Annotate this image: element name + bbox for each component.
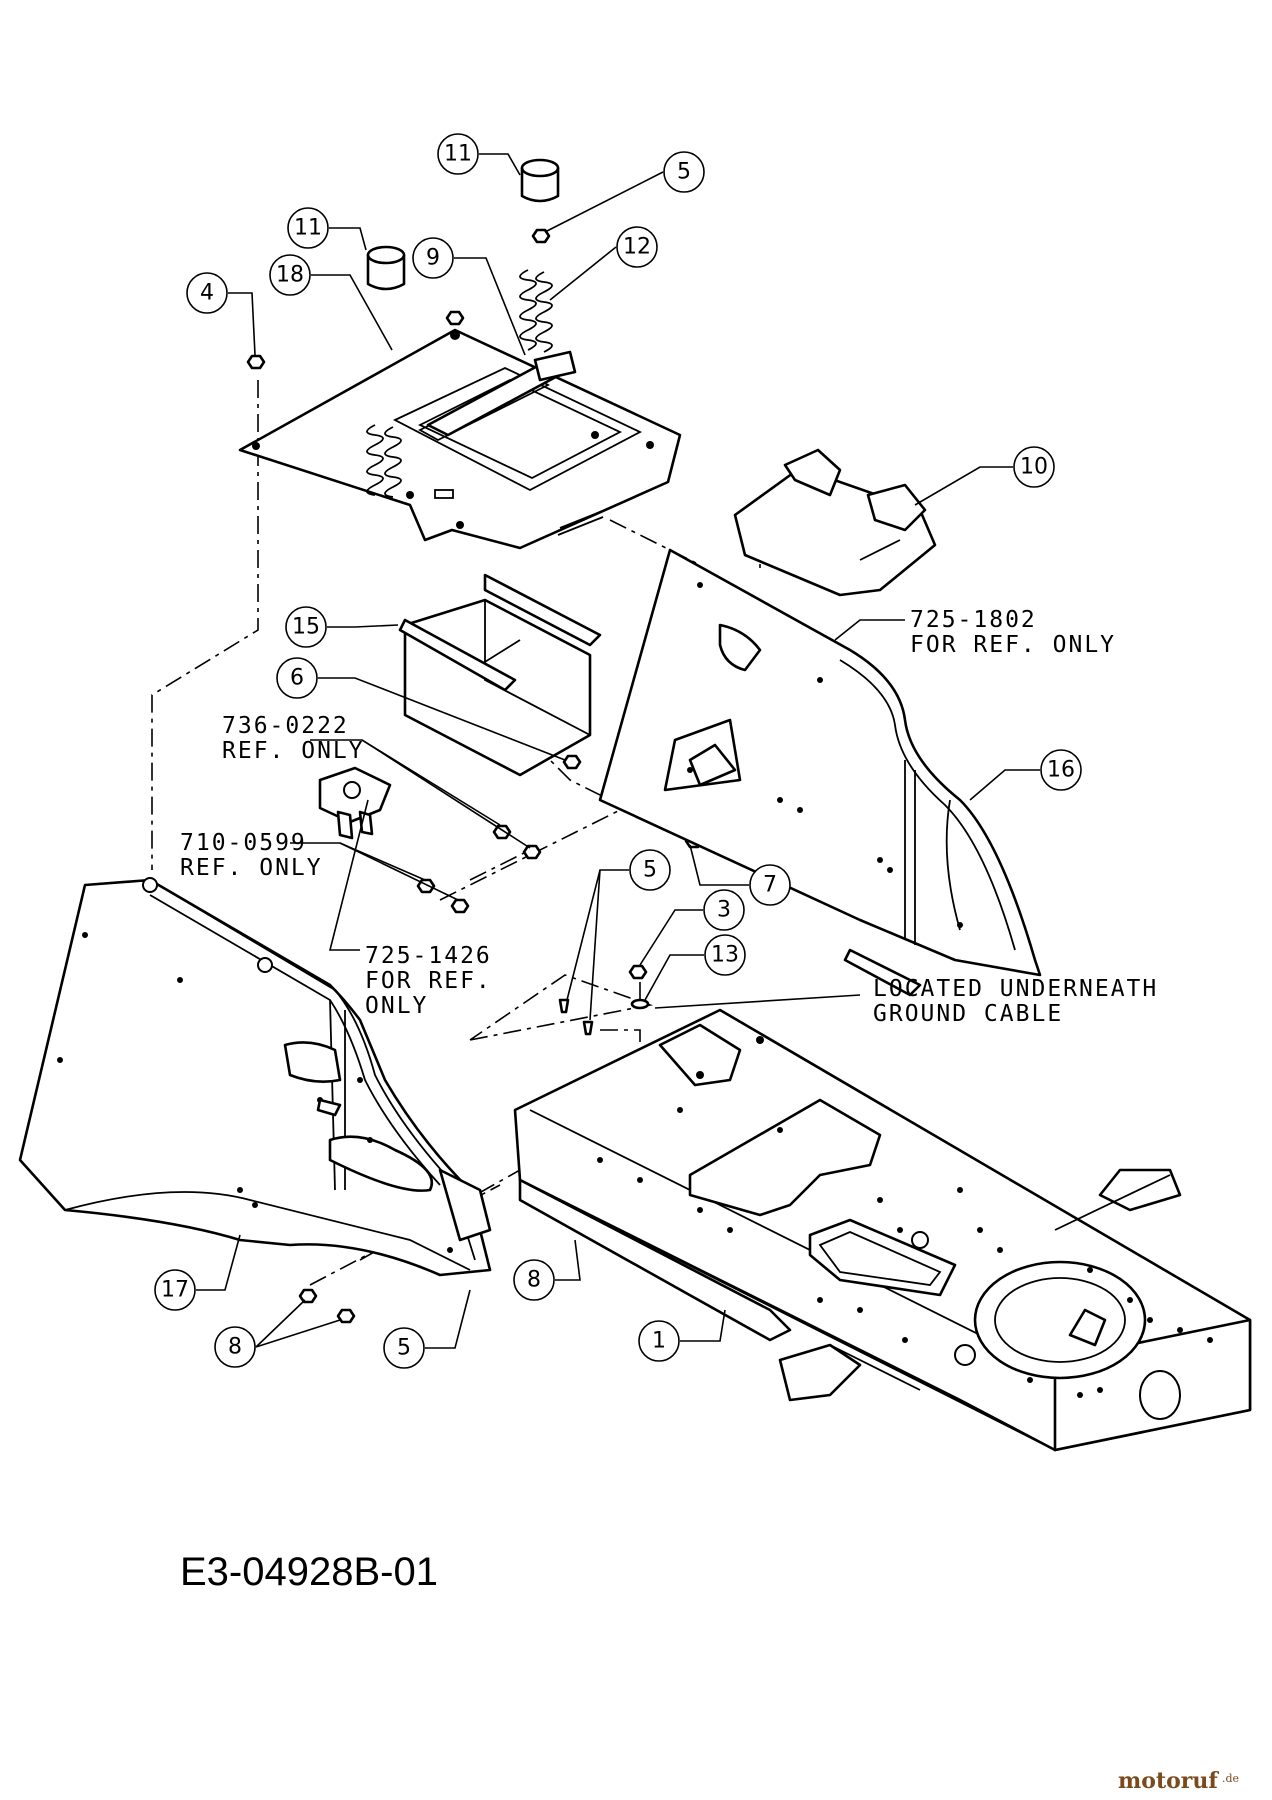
callout-3: 4 bbox=[186, 272, 228, 314]
callout-11-left: 11 bbox=[287, 207, 329, 249]
svg-text:18: 18 bbox=[276, 263, 304, 288]
svg-text:9: 9 bbox=[426, 246, 440, 271]
callout-4: 5 bbox=[663, 151, 705, 193]
note-725-1802-line2: FOR REF. ONLY bbox=[910, 632, 1116, 658]
callout-10: 10 bbox=[1013, 446, 1055, 488]
svg-text:3: 3 bbox=[717, 898, 731, 923]
svg-text:6: 6 bbox=[290, 666, 304, 691]
note-710-0599-line1: 710-0599 bbox=[180, 830, 307, 856]
callout-12: 12 bbox=[616, 226, 658, 268]
callout-1: 1 bbox=[638, 1320, 680, 1362]
note-725-1802-line1: 725-1802 bbox=[910, 607, 1037, 633]
svg-text:.de: .de bbox=[1222, 1772, 1239, 1785]
callout-15: 15 bbox=[285, 606, 327, 648]
callout-8-right: 8 bbox=[513, 1259, 555, 1301]
svg-text:5: 5 bbox=[643, 858, 657, 883]
note-725-1426-line3: ONLY bbox=[365, 993, 428, 1019]
svg-text:13: 13 bbox=[711, 943, 739, 968]
bumper-11-top bbox=[520, 158, 560, 203]
callout-16: 16 bbox=[1040, 749, 1082, 791]
svg-text:8: 8 bbox=[228, 1335, 242, 1360]
svg-text:motoruf: motoruf bbox=[1118, 1768, 1219, 1794]
bumper-11-left bbox=[366, 245, 406, 291]
callout-7: 7 bbox=[749, 864, 791, 906]
watermark-logo: motoruf .de bbox=[1118, 1768, 1239, 1794]
seat-plate bbox=[238, 328, 682, 550]
callout-13: 13 bbox=[704, 934, 746, 976]
svg-text:12: 12 bbox=[623, 235, 651, 260]
reference-notes: 725-1802 FOR REF. ONLY 736-0222 REF. ONL… bbox=[180, 607, 1158, 1027]
left-panel-17 bbox=[18, 877, 492, 1277]
svg-text:17: 17 bbox=[161, 1278, 189, 1303]
callouts: 11 5 11 12 9 18 4 10 15 6 16 7 5 3 13 17… bbox=[154, 133, 1082, 1369]
callout-5-top: 5 bbox=[629, 849, 671, 891]
leader-lines bbox=[196, 153, 1040, 1349]
seat-cushion-10 bbox=[733, 448, 937, 597]
callout-2: 3 bbox=[703, 889, 745, 931]
callout-8-left: 8 bbox=[214, 1326, 256, 1368]
callout-18: 18 bbox=[269, 254, 311, 296]
callout-5-bottom: 5 bbox=[383, 1327, 425, 1369]
svg-text:4: 4 bbox=[200, 281, 214, 306]
note-725-1426-line1: 725-1426 bbox=[365, 943, 492, 969]
callout-6: 6 bbox=[276, 657, 318, 699]
switch-6 bbox=[318, 766, 392, 840]
svg-text:11: 11 bbox=[444, 142, 472, 167]
bracket-15 bbox=[398, 573, 602, 777]
svg-text:10: 10 bbox=[1020, 455, 1048, 480]
callout-17: 17 bbox=[154, 1269, 196, 1311]
drawing-number: E3-04928B-01 bbox=[180, 1550, 438, 1594]
note-located-line2: GROUND CABLE bbox=[873, 1001, 1063, 1027]
spring-lower bbox=[366, 424, 402, 498]
callout-9: 9 bbox=[412, 237, 454, 279]
note-736-0222-line1: 736-0222 bbox=[222, 713, 349, 739]
rear-panel-16 bbox=[598, 548, 1042, 997]
note-725-1426-line2: FOR REF. bbox=[365, 968, 492, 994]
main-frame-1 bbox=[513, 1008, 1252, 1452]
callout-11-top: 11 bbox=[437, 133, 479, 175]
svg-text:5: 5 bbox=[677, 160, 691, 185]
svg-text:15: 15 bbox=[292, 615, 320, 640]
svg-text:7: 7 bbox=[763, 873, 777, 898]
svg-text:5: 5 bbox=[397, 1336, 411, 1361]
note-located-line1: LOCATED UNDERNEATH bbox=[873, 976, 1158, 1002]
svg-text:11: 11 bbox=[294, 216, 322, 241]
svg-text:8: 8 bbox=[527, 1268, 541, 1293]
svg-text:16: 16 bbox=[1047, 758, 1075, 783]
note-710-0599-line2: REF. ONLY bbox=[180, 855, 323, 881]
spring-12 bbox=[519, 269, 553, 353]
note-736-0222-line2: REF. ONLY bbox=[222, 738, 365, 764]
svg-text:1: 1 bbox=[652, 1329, 666, 1354]
